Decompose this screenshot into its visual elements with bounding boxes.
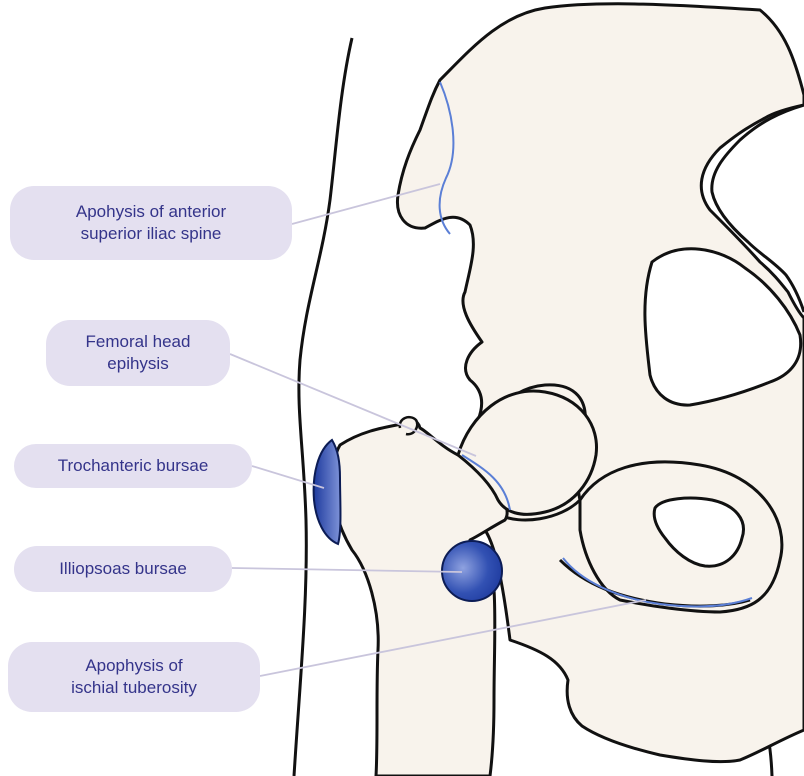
trochanteric-bursa bbox=[314, 440, 341, 544]
label-trochanteric-text: Trochanteric bursae bbox=[58, 455, 209, 477]
label-femoral-head: Femoral head epihysis bbox=[46, 320, 230, 386]
label-iliopsoas-text: Illiopsoas bursae bbox=[59, 558, 187, 580]
label-asis-text: Apohysis of anterior superior iliac spin… bbox=[76, 201, 226, 245]
label-ischial: Apophysis of ischial tuberosity bbox=[8, 642, 260, 712]
skin-outline-left bbox=[294, 38, 352, 776]
label-ischial-text: Apophysis of ischial tuberosity bbox=[71, 655, 197, 699]
label-trochanteric: Trochanteric bursae bbox=[14, 444, 252, 488]
label-femoral-head-text: Femoral head epihysis bbox=[86, 331, 191, 375]
label-iliopsoas: Illiopsoas bursae bbox=[14, 546, 232, 592]
leader-line-trochanteric bbox=[252, 466, 324, 488]
label-asis: Apohysis of anterior superior iliac spin… bbox=[10, 186, 292, 260]
